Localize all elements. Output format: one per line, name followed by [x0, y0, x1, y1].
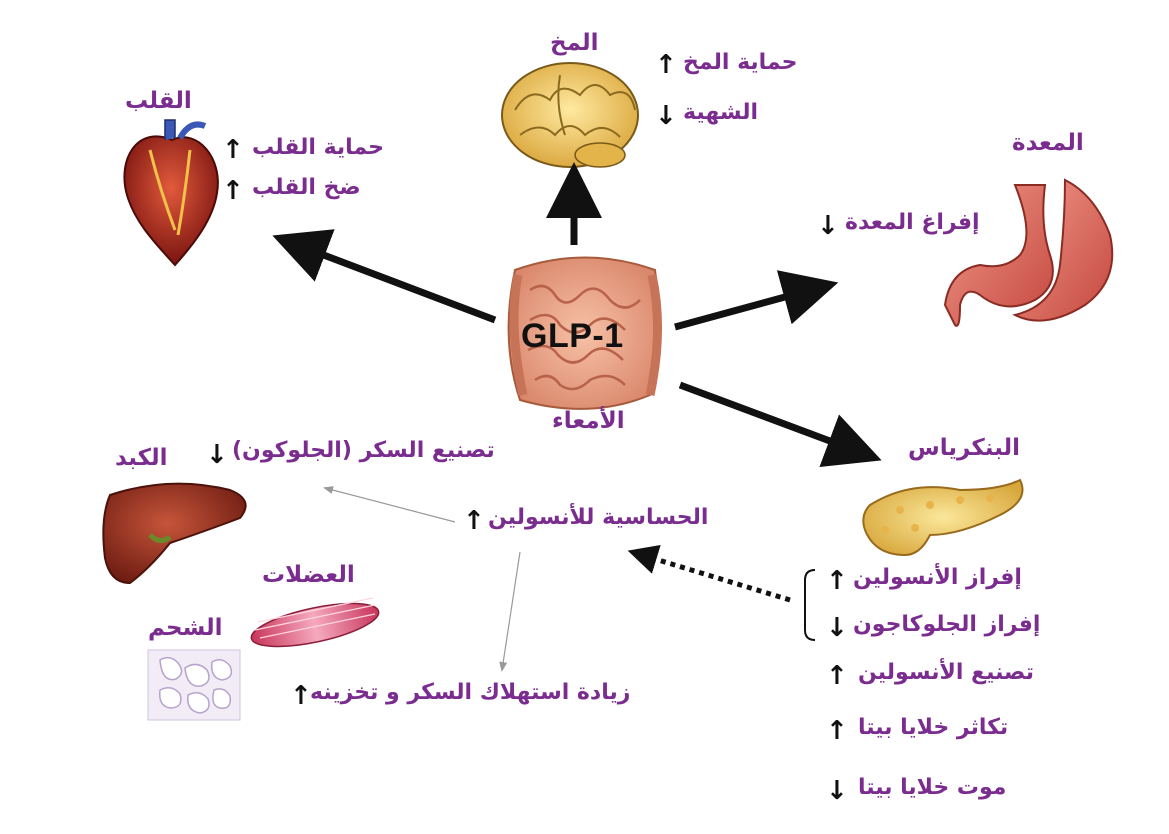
stomach-title: المعدة [1012, 130, 1084, 156]
stomach-image [943, 178, 1114, 327]
arrows [272, 162, 882, 672]
brain-effect-appetite: الشهية [683, 100, 759, 125]
fat-tissue-image [147, 649, 241, 721]
glucose-uptake-label: زيادة استهلاك السكر و تخزينه [310, 680, 631, 705]
arrow-pancreas-to-sensitivity [627, 545, 791, 603]
brain-title: المخ [550, 30, 599, 56]
arrow-down-icon: ↓ [655, 101, 677, 131]
brain-effect-protection: حماية المخ [683, 50, 798, 75]
arrow-gut-to-pancreas [678, 381, 882, 467]
stomach-effect-emptying: إفراغ المعدة [845, 210, 980, 235]
muscle-title: العضلات [262, 562, 355, 588]
fat-title: الشحم [148, 615, 223, 641]
heart-image [123, 119, 219, 267]
arrow-up-icon: ↑ [655, 50, 677, 80]
pancreas-title: البنكرياس [908, 435, 1020, 461]
insulin-sensitivity-label: الحساسية للأنسولين [488, 505, 709, 530]
pancreas-image [862, 478, 1024, 557]
muscle-image [250, 597, 380, 648]
arrow-sensitivity-to-uptake [499, 551, 521, 672]
brain-image [501, 62, 639, 168]
liver-image [102, 482, 247, 585]
intestines-image [507, 256, 662, 410]
liver-effect-gluconeogenesis: تصنيع السكر (الجلوكون) [232, 438, 495, 463]
heart-effect-protection: حماية القلب [252, 135, 385, 160]
heart-title: القلب [125, 88, 192, 114]
arrow-gut-to-heart [272, 229, 497, 324]
arrow-down-icon: ↓ [817, 211, 839, 241]
arrow-up-icon: ↑ [222, 135, 244, 165]
arrow-up-icon: ↑ [463, 506, 485, 536]
pancreas-effect-beta-proliferation: تكاثر خلايا بيتا [858, 715, 1009, 740]
pancreas-effect-glucagon-secretion: إفراز الجلوكاجون [853, 612, 1041, 637]
arrow-up-icon: ↑ [290, 681, 312, 711]
arrow-up-icon: ↑ [826, 661, 848, 691]
arrow-up-icon: ↑ [826, 716, 848, 746]
arrow-down-icon: ↓ [826, 776, 848, 806]
liver-title: الكبد [115, 445, 168, 471]
pancreas-bracket [804, 569, 816, 641]
arrow-gut-to-stomach [674, 270, 839, 331]
pancreas-effect-beta-apoptosis: موت خلايا بيتا [858, 775, 1007, 800]
pancreas-effect-insulin-secretion: إفراز الأنسولين [853, 565, 1022, 590]
heart-effect-pump: ضخ القلب [252, 175, 361, 200]
arrow-sensitivity-to-liver [323, 486, 456, 523]
arrow-up-icon: ↑ [222, 176, 244, 206]
arrow-down-icon: ↓ [826, 613, 848, 643]
intestines-label: الأمعاء [552, 408, 625, 434]
arrow-up-icon: ↑ [826, 566, 848, 596]
glp1-label: GLP-1 [521, 317, 624, 355]
pancreas-effect-insulin-synthesis: تصنيع الأنسولين [858, 660, 1034, 685]
arrow-down-icon: ↓ [206, 440, 228, 470]
